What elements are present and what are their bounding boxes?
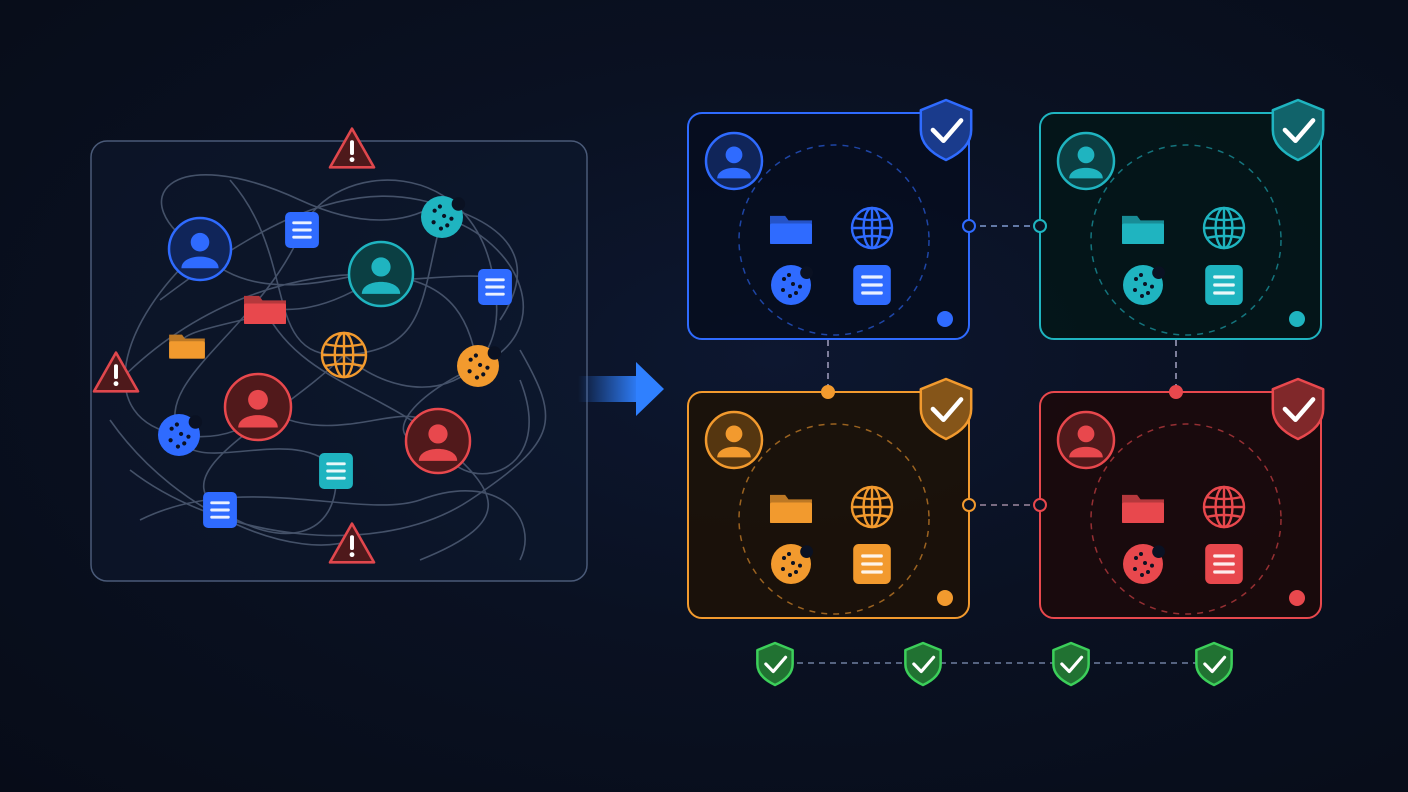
cookie-icon xyxy=(1123,265,1165,305)
shield-check-icon xyxy=(904,641,942,687)
partition-teal xyxy=(1039,98,1325,340)
user-icon xyxy=(347,240,415,308)
user-icon xyxy=(404,407,472,475)
connector-node xyxy=(1033,219,1047,233)
cookie-icon xyxy=(771,265,813,305)
partition-boundary xyxy=(1090,423,1282,615)
document-icon xyxy=(319,453,353,489)
document-icon xyxy=(285,212,319,248)
shield-check-icon xyxy=(919,98,973,162)
arrow-shaft xyxy=(578,376,640,402)
document-icon xyxy=(203,492,237,528)
user-icon xyxy=(167,216,233,282)
shield-check-icon xyxy=(919,377,973,441)
alert-triangle-icon xyxy=(92,351,140,393)
shield-check-icon xyxy=(1271,98,1325,162)
globe-icon xyxy=(850,206,894,250)
user-icon xyxy=(1056,410,1116,470)
globe-icon xyxy=(850,485,894,529)
partition-orange xyxy=(687,377,973,619)
arrow-head-icon xyxy=(636,362,664,416)
cookie-icon xyxy=(771,544,813,584)
chaos-panel xyxy=(90,127,588,582)
alert-triangle-icon xyxy=(328,522,376,564)
transition-arrow xyxy=(578,362,664,416)
user-icon xyxy=(223,372,293,442)
folder-icon xyxy=(244,295,286,324)
globe-icon xyxy=(320,331,368,379)
chaos-alerts xyxy=(92,127,376,564)
cookie-icon xyxy=(1123,544,1165,584)
document-icon xyxy=(853,265,891,305)
partition-boundary xyxy=(1090,144,1282,336)
user-icon xyxy=(704,410,764,470)
connector-node xyxy=(962,219,976,233)
partition-red xyxy=(1039,377,1325,619)
folder-icon xyxy=(770,215,812,244)
connector-nodes xyxy=(821,219,1183,512)
cookie-icon xyxy=(421,196,466,238)
document-icon xyxy=(1205,265,1243,305)
connector-node xyxy=(821,385,835,399)
cookie-icon xyxy=(457,345,502,387)
partition-blue xyxy=(687,98,973,340)
user-icon xyxy=(704,131,764,191)
connector-node xyxy=(962,498,976,512)
connector-node xyxy=(1033,498,1047,512)
shield-check-icon xyxy=(1052,641,1090,687)
status-dot xyxy=(937,590,953,606)
document-icon xyxy=(478,269,512,305)
globe-icon xyxy=(1202,206,1246,250)
partition-connectors xyxy=(827,225,1177,506)
shield-check-icon xyxy=(1271,377,1325,441)
folder-icon xyxy=(1122,215,1164,244)
chaos-icons xyxy=(158,196,512,528)
shield-check-icon xyxy=(1195,641,1233,687)
folder-icon xyxy=(1122,494,1164,523)
folder-icon xyxy=(770,494,812,523)
globe-icon xyxy=(1202,485,1246,529)
status-dot xyxy=(1289,311,1305,327)
verification-row xyxy=(756,641,1233,687)
partition-boundary xyxy=(738,144,930,336)
partitions xyxy=(687,98,1325,619)
document-icon xyxy=(853,544,891,584)
status-dot xyxy=(937,311,953,327)
shield-check-icon xyxy=(756,641,794,687)
user-icon xyxy=(1056,131,1116,191)
verification-shields xyxy=(756,641,1233,687)
status-dot xyxy=(1289,590,1305,606)
document-icon xyxy=(1205,544,1243,584)
folder-icon xyxy=(169,334,205,359)
connector-node xyxy=(1169,385,1183,399)
alert-triangle-icon xyxy=(328,127,376,169)
cookie-icon xyxy=(158,414,203,456)
partition-boundary xyxy=(738,423,930,615)
